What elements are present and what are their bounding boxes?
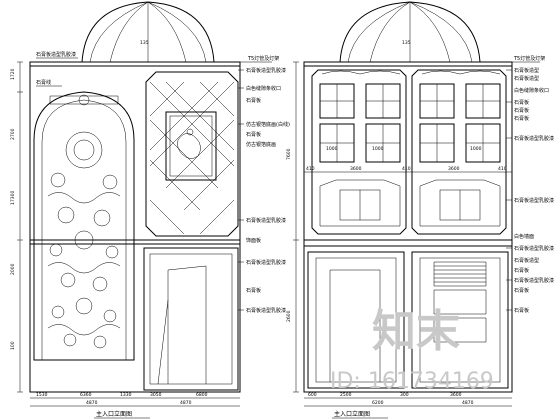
right-callout-1: 石膏板造型 (514, 67, 539, 74)
right-callout-11: 石膏板造型 (514, 257, 539, 264)
right-top-label: T5灯管及灯架 (513, 55, 545, 62)
watermark-id-text: ID: 161734169 (330, 369, 494, 394)
left-callout-5: 石膏板 (246, 131, 261, 138)
left-callout-left-1: 石膏板造型乳胶漆 (36, 51, 76, 58)
left-callout-11: 石膏板造型乳胶漆 (246, 307, 286, 314)
right-callout-10: 石膏板造型乳胶漆 (514, 245, 554, 252)
left-title: 主入口立面图 (96, 410, 132, 418)
right-callout-6: 石膏板 (514, 115, 529, 122)
right-window-dim-1: 1000 (326, 146, 338, 152)
right-height-dim-1: 7600 (286, 148, 292, 160)
left-diamond-panel (145, 71, 239, 237)
left-dome-dim: 135 (140, 40, 149, 46)
left-outline (29, 61, 241, 393)
right-callout-2: 石膏板造型 (514, 75, 539, 82)
right-bottom-dim-5: 6200 (372, 400, 384, 406)
right-mid-dim-4: 3600 (448, 166, 460, 172)
left-elevation: 135 (10, 1, 290, 419)
left-bottom-dim-3: 1330 (120, 392, 132, 398)
right-callout-12: 石膏板 (514, 267, 529, 274)
right-height-dim-2: 2600 (286, 310, 292, 322)
right-mid-dim-2: 3600 (350, 166, 362, 172)
left-height-dim-5: 100 (10, 341, 16, 350)
left-bottom-dim-5: 6800 (196, 392, 208, 398)
right-callout-13: 石膏板造型乳胶漆 (514, 277, 554, 284)
right-bottom-dim-6: 4870 (462, 400, 474, 406)
right-callout-14: 石膏板 (514, 287, 529, 294)
right-callout-3: 白色缝隙条收口 (514, 87, 549, 94)
left-height-dim-2: 2700 (10, 128, 16, 140)
left-callouts-right: T5灯管及灯架 石膏板造型乳胶漆 白色缝隙条收口 石膏板 仿古银箔底画(白线) … (238, 55, 290, 314)
left-callout-left-2: 石膏线 (36, 79, 51, 86)
right-mid-dim-1: 410 (306, 166, 315, 172)
right-bottom-dim-2: 2500 (340, 392, 352, 398)
right-outline (303, 61, 513, 393)
right-callout-5: 石膏板 (514, 107, 529, 114)
right-upper-panel-right (411, 69, 507, 235)
left-callout-4: 仿古银箔底画(白线) (246, 121, 290, 128)
left-callout-3: 石膏板 (246, 97, 261, 104)
left-callout-7: 石膏板造型乳胶漆 (246, 217, 286, 224)
watermark-logo-text: 知末 (372, 306, 460, 357)
left-dome (81, 1, 215, 63)
right-mid-dim-3: 410 (402, 166, 411, 172)
left-bottom-dim-7: 4870 (180, 400, 192, 406)
left-height-dim-4: 2000 (10, 263, 16, 275)
right-upper-panel-left (311, 69, 407, 235)
right-bottom-dim-1: 600 (308, 392, 317, 398)
right-elevation: 135 (286, 1, 554, 419)
watermark: 知末 ID: 161734169 (330, 306, 494, 394)
left-bottom-dim-4: 3050 (150, 392, 162, 398)
right-bottom-dim-4: 3600 (450, 392, 462, 398)
right-lower-panels (307, 251, 509, 389)
right-window-dim-2: 1000 (372, 146, 384, 152)
right-dome-dim: 135 (402, 40, 411, 46)
right-bottom-dim-3: 300 (400, 392, 409, 398)
right-callout-9: 白色墙面 (514, 233, 534, 240)
left-bottom-dim-2: 6360 (80, 392, 92, 398)
right-window-dim-3: 1000 (470, 146, 482, 152)
right-dome (339, 1, 481, 63)
right-callouts: T5灯管及灯架 石膏板造型 石膏板造型 白色缝隙条收口 石膏板 石膏板 石膏板 … (506, 55, 554, 314)
right-callout-7: 石膏板造型乳胶漆 (514, 135, 554, 142)
left-lower-door (143, 247, 239, 391)
left-callout-9: 石膏板造型乳胶漆 (246, 259, 286, 266)
left-callout-1: 石膏板造型乳胶漆 (246, 67, 286, 74)
left-callout-6: 仿古银箔底画 (246, 141, 276, 148)
right-mid-dim-5: 410 (498, 166, 507, 172)
left-callout-2: 白色缝隙条收口 (246, 85, 281, 92)
right-title: 主入口立面图 (334, 410, 370, 418)
left-height-dim-1: 1720 (10, 68, 16, 80)
right-callout-15: 石膏板 (514, 307, 529, 314)
left-callout-8: 饰面板 (246, 237, 261, 244)
left-top-label: T5灯管及灯架 (247, 55, 279, 62)
left-bottom-dim-1: 1530 (36, 392, 48, 398)
right-callout-4: 石膏板 (514, 99, 529, 106)
left-bottom-dim-6: 4870 (86, 400, 98, 406)
left-callout-10: 石膏板 (246, 287, 261, 294)
left-height-dim-3: 17300 (10, 191, 16, 205)
right-callout-8: 石膏板造型乳胶漆 (514, 197, 554, 204)
left-arched-panel (33, 91, 135, 361)
